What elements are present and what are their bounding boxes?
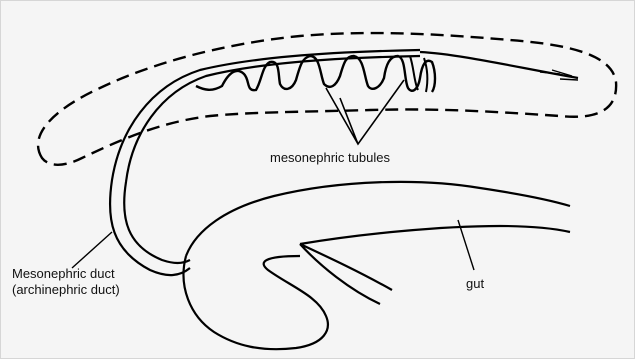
gut-lower-wall — [300, 226, 570, 244]
duct-label-line2: (archinephric duct) — [12, 282, 120, 298]
duct-label-line1: Mesonephric duct — [12, 266, 120, 282]
gut-inner-fold — [300, 244, 392, 304]
gut-upper-wall — [186, 182, 570, 256]
gut-label: gut — [466, 276, 484, 292]
tubules-label: mesonephric tubules — [270, 150, 390, 166]
duct-label: Mesonephric duct (archinephric duct) — [12, 266, 120, 298]
cloaca-outline — [184, 256, 328, 349]
duct-pointer-line — [72, 232, 112, 268]
